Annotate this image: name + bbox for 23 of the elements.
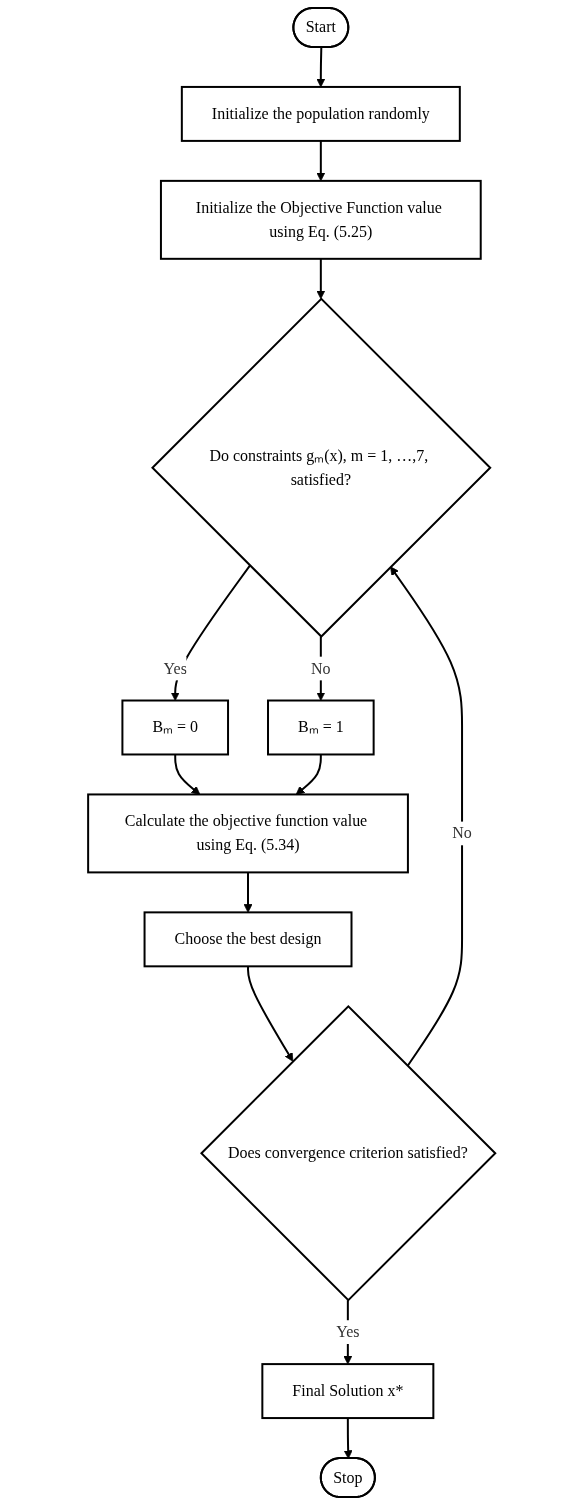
edge-label: No	[310, 659, 331, 677]
edge-label: No	[452, 824, 472, 842]
arrow	[316, 46, 325, 88]
arrow	[316, 139, 325, 182]
arrow	[316, 257, 325, 300]
node-box: Final Solution x*	[261, 1363, 435, 1420]
edge-label: Yes	[163, 659, 187, 677]
edge-label: Yes	[336, 1323, 360, 1341]
node-box: Choose the best design	[143, 911, 353, 968]
arrow	[170, 564, 251, 701]
arrow	[246, 965, 294, 1062]
arrow	[174, 753, 201, 795]
arrow	[243, 871, 253, 913]
arrow	[343, 1417, 353, 1459]
node-box: Bₘ = 0	[121, 699, 229, 756]
arrow	[295, 753, 322, 795]
node-box: Bₘ = 1	[266, 699, 375, 756]
node-box: Initialize the Objective Function value using Eq. (5.25)	[159, 179, 482, 260]
node-box: Calculate the objective function value using Eq. (5.34)	[86, 793, 409, 874]
node-box: Initialize the population randomly	[180, 85, 461, 142]
arrow	[389, 566, 463, 1067]
node-diamond: Do constraints gₘ(x), m = 1, …,7, satisfied?	[150, 297, 492, 638]
node-diamond: Does convergence criterion satisfied?	[199, 1004, 497, 1302]
